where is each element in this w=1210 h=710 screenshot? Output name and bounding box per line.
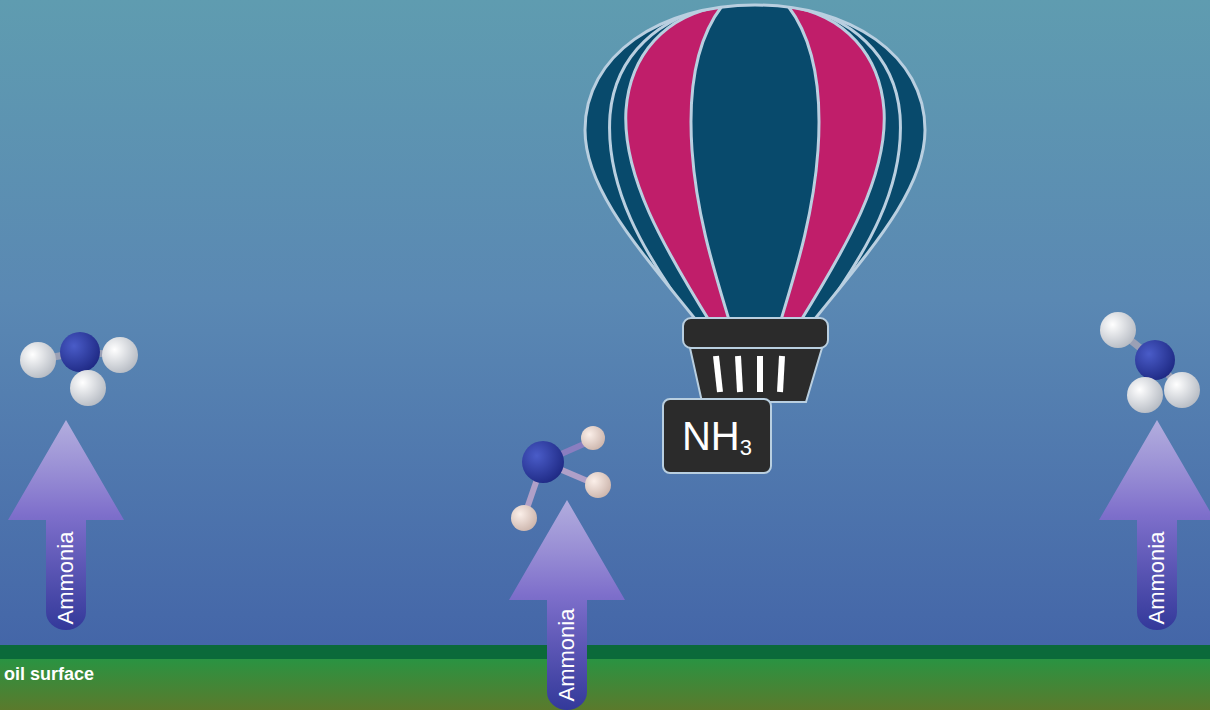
balloon-rigging: [683, 318, 828, 402]
upward-arrow: Ammonia: [1099, 420, 1210, 630]
arrow-fill: [8, 420, 124, 630]
arrow-fill: [509, 500, 625, 710]
formula-text: NH: [682, 416, 740, 456]
ammonia-molecule: [1100, 312, 1200, 413]
upward-arrow: Ammonia: [509, 500, 625, 710]
formula-subscript: 3: [740, 437, 752, 459]
arrow-label: Ammonia: [55, 532, 77, 625]
arrow-fill: [1099, 420, 1210, 630]
balloon-basket: NH3: [662, 398, 772, 474]
balloon-envelope: [585, 5, 925, 330]
ground-edge: [0, 645, 1210, 659]
ammonia-molecule: [20, 332, 138, 406]
ground: [0, 645, 1210, 710]
upward-arrow: Ammonia: [8, 420, 124, 630]
arrow-label: Ammonia: [1146, 532, 1168, 625]
arrow-label: Ammonia: [556, 609, 578, 702]
ground-label: oil surface: [4, 664, 94, 685]
